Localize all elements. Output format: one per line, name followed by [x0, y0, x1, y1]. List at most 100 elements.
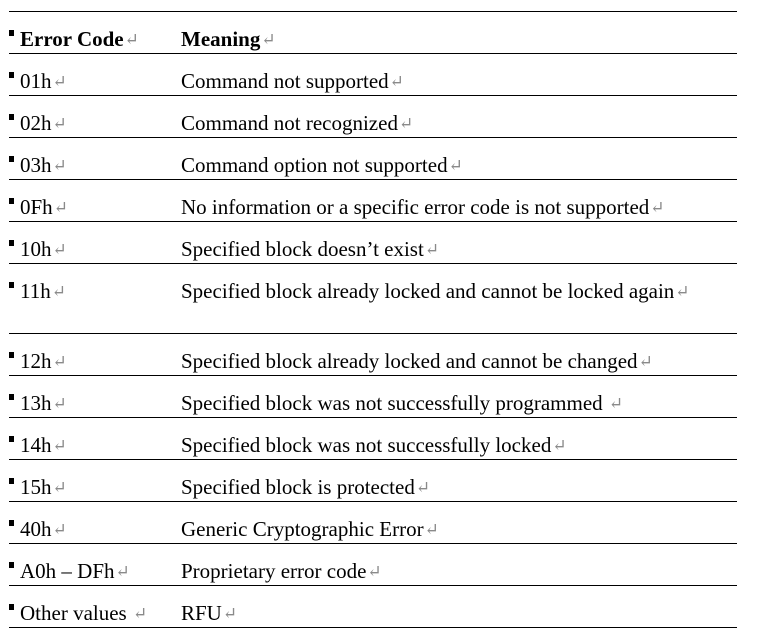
error-meaning: Specified block already locked and canno… — [181, 349, 638, 373]
table-row: 11h↵ Specified block already locked and … — [9, 264, 737, 334]
error-code: Other values — [20, 601, 132, 625]
error-code-table: Error Code↵ Meaning↵ 01h↵ Command not su… — [9, 11, 737, 628]
return-mark-icon: ↵ — [52, 352, 67, 371]
error-meaning: Specified block is protected — [181, 475, 415, 499]
code-cell: 13h↵ — [9, 376, 181, 417]
table-row: 14h↵ Specified block was not successfull… — [9, 418, 737, 460]
return-mark-icon: ↵ — [115, 562, 130, 581]
error-meaning: No information or a specific error code … — [181, 195, 650, 219]
row-marker — [9, 198, 14, 204]
row-marker — [9, 352, 14, 358]
error-meaning: Proprietary error code — [181, 559, 367, 583]
table-row: A0h – DFh↵ Proprietary error code↵ — [9, 544, 737, 586]
error-code: 40h — [20, 517, 52, 541]
error-meaning: Specified block was not successfully pro… — [181, 391, 608, 415]
return-mark-icon: ↵ — [53, 198, 68, 217]
return-mark-icon: ↵ — [608, 394, 624, 413]
error-code: 13h — [20, 391, 52, 415]
table-row: 10h↵ Specified block doesn’t exist↵ — [9, 222, 737, 264]
error-meaning: Command option not supported — [181, 153, 448, 177]
return-mark-icon: ↵ — [52, 478, 67, 497]
meaning-cell: Command not supported↵ — [181, 54, 737, 95]
error-meaning: RFU — [181, 601, 222, 625]
meaning-cell: Specified block doesn’t exist↵ — [181, 222, 737, 263]
error-code: 0Fh — [20, 195, 53, 219]
return-mark-icon: ↵ — [638, 352, 653, 371]
return-mark-icon: ↵ — [424, 240, 440, 259]
return-mark-icon: ↵ — [675, 282, 690, 301]
meaning-cell: Generic Cryptographic Error↵ — [181, 502, 737, 543]
error-meaning: Generic Cryptographic Error — [181, 517, 424, 541]
row-marker — [9, 394, 14, 400]
error-meaning: Specified block doesn’t exist — [181, 237, 424, 261]
meaning-cell: Specified block was not successfully loc… — [181, 418, 737, 459]
row-marker — [9, 240, 14, 246]
table-row: 02h↵ Command not recognized↵ — [9, 96, 737, 138]
error-code: 14h — [20, 433, 52, 457]
return-mark-icon: ↵ — [52, 156, 67, 175]
error-code: A0h – DFh — [20, 559, 115, 583]
code-cell: Other values ↵ — [9, 586, 181, 627]
code-cell: 01h↵ — [9, 54, 181, 95]
code-cell: 0Fh↵ — [9, 180, 181, 221]
error-code: 02h — [20, 111, 52, 135]
return-mark-icon: ↵ — [52, 394, 67, 413]
meaning-cell: Specified block already locked and canno… — [181, 264, 737, 305]
error-code: 10h — [20, 237, 52, 261]
return-mark-icon: ↵ — [424, 520, 439, 539]
return-mark-icon: ↵ — [448, 156, 463, 175]
code-cell: 11h↵ — [9, 264, 181, 305]
row-marker — [9, 156, 14, 162]
code-cell: A0h – DFh↵ — [9, 544, 181, 585]
header-code-label: Error Code — [20, 27, 124, 51]
return-mark-icon: ↵ — [415, 478, 431, 497]
code-cell: 10h↵ — [9, 222, 181, 263]
table-row: 15h↵ Specified block is protected↵ — [9, 460, 737, 502]
return-mark-icon: ↵ — [52, 72, 67, 91]
error-code: 01h — [20, 69, 52, 93]
code-cell: 03h↵ — [9, 138, 181, 179]
meaning-cell: Proprietary error code↵ — [181, 544, 737, 585]
meaning-cell: Command option not supported↵ — [181, 138, 737, 179]
error-code: 15h — [20, 475, 52, 499]
row-marker — [9, 282, 14, 288]
meaning-cell: Specified block was not successfully pro… — [181, 376, 737, 417]
return-mark-icon: ↵ — [52, 436, 67, 455]
code-cell: 15h↵ — [9, 460, 181, 501]
error-meaning: Specified block already locked and canno… — [181, 279, 675, 303]
table-row: 40h↵ Generic Cryptographic Error↵ — [9, 502, 737, 544]
header-meaning-cell: Meaning↵ — [181, 12, 737, 53]
table-row: Other values ↵ RFU↵ — [9, 586, 737, 628]
return-mark-icon: ↵ — [389, 72, 404, 91]
error-meaning: Command not recognized — [181, 111, 398, 135]
table-row: 03h↵ Command option not supported↵ — [9, 138, 737, 180]
error-meaning: Specified block was not successfully loc… — [181, 433, 552, 457]
return-mark-icon: ↵ — [222, 604, 238, 623]
return-mark-icon: ↵ — [398, 114, 414, 133]
row-marker — [9, 436, 14, 442]
table-row: 13h↵ Specified block was not successfull… — [9, 376, 737, 418]
meaning-cell: No information or a specific error code … — [181, 180, 737, 221]
return-mark-icon: ↵ — [52, 240, 67, 259]
error-code: 12h — [20, 349, 52, 373]
return-mark-icon: ↵ — [124, 30, 139, 49]
header-meaning-label: Meaning — [181, 27, 261, 51]
code-cell: 14h↵ — [9, 418, 181, 459]
meaning-cell: Specified block already locked and canno… — [181, 334, 737, 375]
table-row: 0Fh↵ No information or a specific error … — [9, 180, 737, 222]
row-marker — [9, 30, 14, 36]
code-cell: 02h↵ — [9, 96, 181, 137]
error-meaning: Command not supported — [181, 69, 389, 93]
meaning-cell: Command not recognized↵ — [181, 96, 737, 137]
row-marker — [9, 604, 14, 610]
row-marker — [9, 114, 14, 120]
code-cell: 12h↵ — [9, 334, 181, 375]
table-row: 12h↵ Specified block already locked and … — [9, 334, 737, 376]
table-header-row: Error Code↵ Meaning↵ — [9, 12, 737, 54]
return-mark-icon: ↵ — [51, 282, 66, 301]
return-mark-icon: ↵ — [132, 604, 148, 623]
return-mark-icon: ↵ — [650, 198, 665, 217]
return-mark-icon: ↵ — [52, 520, 67, 539]
row-marker — [9, 72, 14, 78]
return-mark-icon: ↵ — [52, 114, 67, 133]
